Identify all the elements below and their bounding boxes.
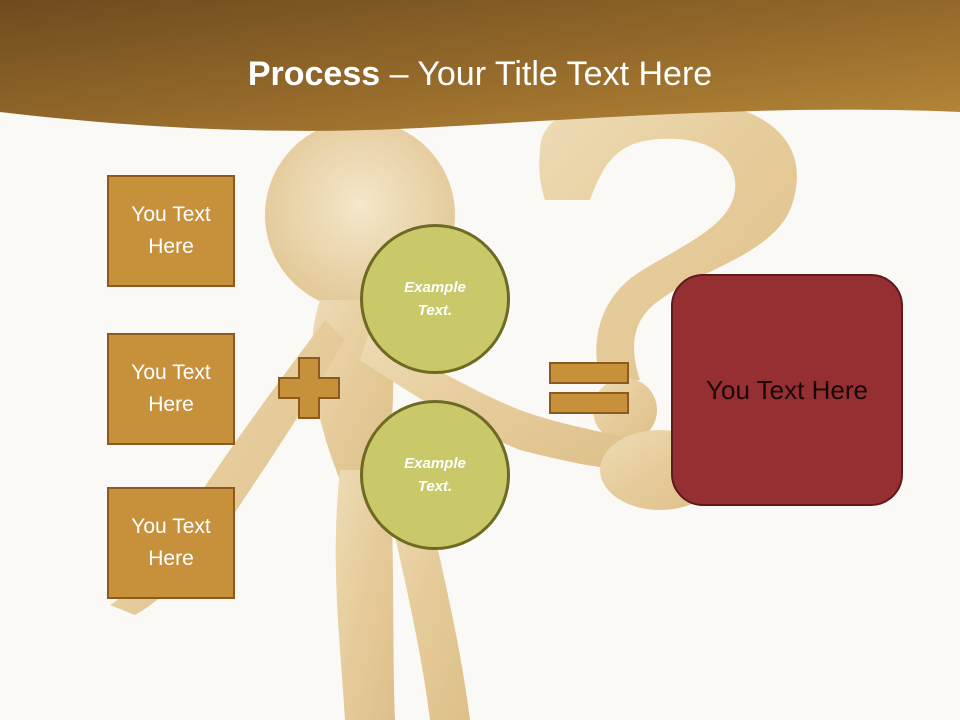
input-box-1[interactable]: You Text Here: [107, 175, 235, 287]
example-circle-2[interactable]: Example Text.: [360, 400, 510, 550]
slide-title: Process – Your Title Text Here: [0, 52, 960, 96]
result-label: You Text Here: [706, 375, 868, 405]
title-bold: Process: [247, 55, 381, 93]
circle-label: Example Text.: [404, 279, 466, 319]
plus-icon: [278, 357, 340, 419]
equals-icon: [549, 362, 629, 414]
circle-label: Example Text.: [404, 455, 466, 495]
input-box-3[interactable]: You Text Here: [107, 487, 235, 599]
header-band: [0, 0, 960, 131]
result-box[interactable]: You Text Here: [671, 274, 903, 506]
example-circle-1[interactable]: Example Text.: [360, 224, 510, 374]
input-box-label: You Text Here: [131, 203, 211, 258]
input-box-2[interactable]: You Text Here: [107, 333, 235, 445]
input-box-label: You Text Here: [131, 515, 211, 570]
input-box-label: You Text Here: [131, 361, 211, 416]
title-rest: – Your Title Text Here: [380, 55, 713, 93]
